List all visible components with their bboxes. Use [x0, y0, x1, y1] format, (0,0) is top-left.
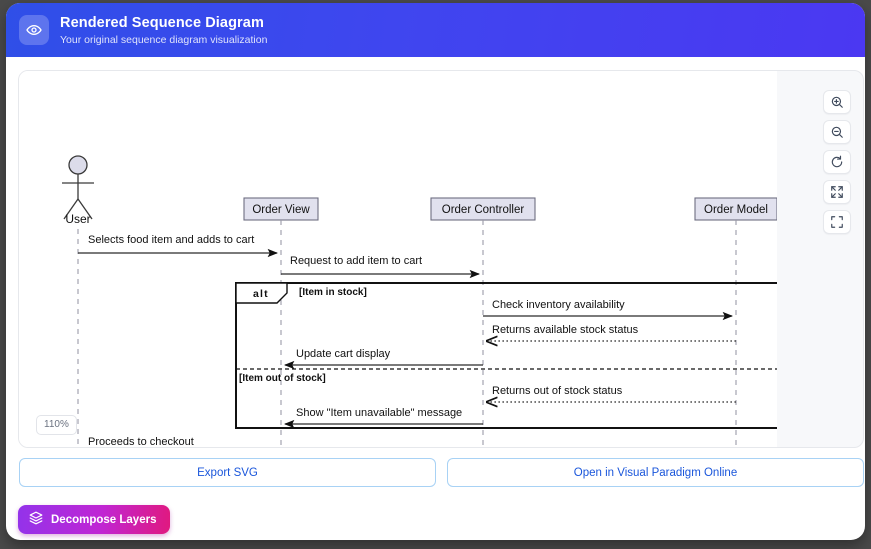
message-labels: Selects food item and adds to cart Reque…: [88, 234, 639, 447]
header-texts: Rendered Sequence Diagram Your original …: [60, 14, 267, 47]
participant-order-view: Order View: [243, 197, 319, 221]
open-in-visual-paradigm-button[interactable]: Open in Visual Paradigm Online: [447, 458, 864, 487]
guard-1: [Item in stock]: [299, 287, 367, 298]
actor-label: User: [65, 212, 90, 226]
export-svg-button[interactable]: Export SVG: [19, 458, 436, 487]
diagram-canvas-panel: User Order View Order Controller Order M…: [18, 70, 864, 448]
message-label: Returns available stock status: [492, 324, 639, 336]
actor-user: [62, 155, 94, 220]
zoom-level-badge: 110%: [36, 415, 77, 435]
fullscreen-icon[interactable]: [823, 210, 851, 234]
svg-text:Order View: Order View: [252, 204, 310, 216]
message-label: Check inventory availability: [492, 299, 625, 311]
zoom-in-icon[interactable]: [823, 90, 851, 114]
message-label: Update cart display: [296, 348, 391, 360]
app-window: Rendered Sequence Diagram Your original …: [6, 3, 865, 540]
page-subtitle: Your original sequence diagram visualiza…: [60, 33, 268, 46]
diagram-toolbar: [823, 90, 851, 234]
sequence-diagram-svg: User Order View Order Controller Order M…: [62, 155, 777, 447]
decompose-layers-button[interactable]: Decompose Layers: [18, 505, 171, 534]
app-header: Rendered Sequence Diagram Your original …: [6, 3, 865, 57]
messages: [78, 248, 736, 429]
lifelines: [77, 220, 737, 447]
zoom-out-icon[interactable]: [823, 120, 851, 144]
decompose-layers-label: Decompose Layers: [51, 513, 157, 526]
fit-screen-icon[interactable]: [823, 180, 851, 204]
reset-icon[interactable]: [823, 150, 851, 174]
page-title: Rendered Sequence Diagram: [60, 14, 264, 31]
message-label: Returns out of stock status: [492, 385, 623, 397]
alt-fragment: alt [Item in stock] [Item out of stock]: [235, 282, 777, 429]
alt-operator-label: alt: [253, 288, 269, 300]
message-label: Show "Item unavailable" message: [296, 407, 462, 419]
svg-text:Order Model: Order Model: [704, 204, 768, 216]
participant-order-model: Order Model: [694, 197, 777, 221]
eye-icon: [19, 15, 49, 45]
guard-2: [Item out of stock]: [239, 373, 326, 384]
action-bar: Export SVG Open in Visual Paradigm Onlin…: [19, 458, 864, 487]
layers-icon: [29, 511, 43, 528]
message-label: Selects food item and adds to cart: [88, 234, 254, 246]
svg-text:Order Controller: Order Controller: [442, 204, 525, 216]
participant-order-controller: Order Controller: [430, 197, 536, 221]
message-label: Proceeds to checkout: [88, 436, 194, 447]
diagram-viewport[interactable]: User Order View Order Controller Order M…: [19, 71, 777, 447]
message-label: Request to add item to cart: [290, 255, 422, 267]
